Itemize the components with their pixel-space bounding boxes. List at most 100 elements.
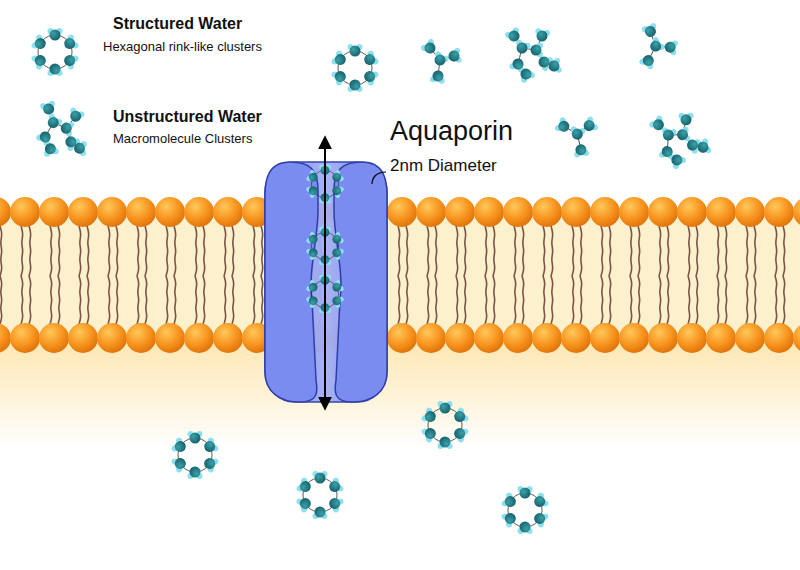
lipid-tail (116, 276, 118, 324)
lipid-tail (398, 276, 400, 324)
lipid-tail (108, 226, 110, 276)
lipid-tail (775, 226, 777, 276)
lipid-tail (87, 276, 89, 324)
lipid-tail (427, 276, 429, 324)
lipid-head (213, 197, 243, 227)
lipid-tail (29, 226, 31, 276)
lipid-tail (522, 276, 524, 324)
lipid-head (735, 197, 765, 227)
lipid-tail (659, 276, 661, 324)
lipid-tail (630, 276, 632, 324)
lipid-tail (522, 226, 524, 276)
lipid-head (793, 197, 800, 227)
lipid-tail (543, 226, 545, 276)
lipid-tail (696, 226, 698, 276)
lipid-tail (21, 276, 23, 324)
lipid-head (213, 323, 243, 353)
lipid-tail (456, 226, 458, 276)
lipid-head (677, 197, 707, 227)
heading: Structured Water (113, 15, 242, 33)
lipid-tail (493, 276, 495, 324)
lipid-head (97, 323, 127, 353)
subheading: Hexagonal rink-like clusters (103, 40, 262, 55)
lipid-tail (166, 226, 168, 276)
lipid-tail (253, 276, 255, 324)
lipid-tail (50, 226, 52, 276)
lipid-tail (609, 276, 611, 324)
cytoplasm-shade (0, 338, 800, 448)
lipid-tail (543, 276, 545, 324)
lipid-tail (551, 276, 553, 324)
lipid-head (39, 323, 69, 353)
lipid-tail (754, 226, 756, 276)
part-label: Aquaporin (390, 116, 513, 147)
lipid-head (532, 323, 562, 353)
lipid-tail (638, 276, 640, 324)
lipid-tail (398, 226, 400, 276)
lipid-tail (406, 226, 408, 276)
lipid-tail (746, 276, 748, 324)
lipid-tail (464, 276, 466, 324)
lipid-tail (667, 276, 669, 324)
lipid-tail (253, 226, 255, 276)
lipid-tail (0, 226, 2, 276)
heading: Unstructured Water (113, 108, 262, 126)
lipid-head (561, 197, 591, 227)
lipid-tail (0, 276, 2, 324)
lipid-tail (717, 226, 719, 276)
lipid-tail (688, 226, 690, 276)
lipid-tail (514, 226, 516, 276)
lipid-tail (108, 276, 110, 324)
lipid-head (706, 323, 736, 353)
lipid-head (416, 197, 446, 227)
lipid-tail (580, 226, 582, 276)
lipid-head (184, 197, 214, 227)
lipid-head (503, 197, 533, 227)
lipid-head (126, 197, 156, 227)
lipid-tail (493, 226, 495, 276)
lipid-tail (754, 276, 756, 324)
lipid-head (532, 197, 562, 227)
lipid-tail (406, 276, 408, 324)
lipid-tail (580, 276, 582, 324)
lipid-tail (116, 226, 118, 276)
lipid-head (387, 197, 417, 227)
lipid-tail (50, 276, 52, 324)
leader-line (372, 172, 386, 184)
lipid-tail (609, 226, 611, 276)
lipid-tail (174, 276, 176, 324)
lipid-head (68, 323, 98, 353)
lipid-head (387, 323, 417, 353)
lipid-tail (435, 226, 437, 276)
lipid-tail (630, 226, 632, 276)
lipid-head (416, 323, 446, 353)
lipid-head (503, 323, 533, 353)
lipid-tail (79, 226, 81, 276)
lipid-tail (485, 276, 487, 324)
lipid-head (10, 323, 40, 353)
lipid-tail (203, 276, 205, 324)
lipid-tail (21, 226, 23, 276)
lipid-tail (783, 276, 785, 324)
lipid-head (735, 323, 765, 353)
lipid-head (39, 197, 69, 227)
lipid-head (0, 197, 11, 227)
lipid-head (126, 323, 156, 353)
lipid-head (648, 197, 678, 227)
lipid-tail (601, 226, 603, 276)
lipid-tail (174, 226, 176, 276)
lipid-tail (746, 226, 748, 276)
lipid-tail (427, 226, 429, 276)
lipid-tail (783, 226, 785, 276)
lipid-tail (485, 226, 487, 276)
lipid-tail (572, 276, 574, 324)
lipid-tail (232, 226, 234, 276)
lipid-tail (601, 276, 603, 324)
lipid-tail (688, 276, 690, 324)
lipid-head (155, 323, 185, 353)
lipid-head (184, 323, 214, 353)
lipid-head (155, 197, 185, 227)
lipid-tail (572, 226, 574, 276)
